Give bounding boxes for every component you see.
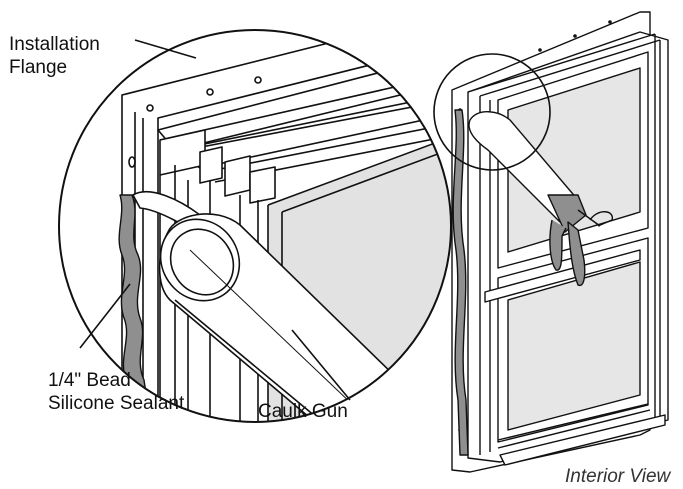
label-bead-line1: 1/4" Bead: [48, 370, 131, 391]
zoom-circle-outline: [58, 29, 452, 423]
label-bead-line2: Silicone Sealant: [48, 393, 185, 414]
label-interior-view: Interior View: [565, 466, 671, 487]
label-silicone-bead: 1/4" Bead Silicone Sealant: [48, 369, 184, 415]
caulk-leader: [291, 329, 351, 401]
label-installation-flange: Installation Flange: [9, 33, 100, 79]
window-full: [433, 11, 669, 473]
label-flange-line1: Installation: [9, 34, 100, 55]
flange-plate: [121, 30, 451, 422]
label-flange-line2: Flange: [9, 57, 68, 78]
flange-leader: [134, 39, 197, 59]
leader-lines: [79, 39, 351, 401]
label-caulk-gun: Caulk Gun: [258, 401, 348, 422]
detail-marker-circle: [433, 53, 551, 171]
caulk-gun-handle: [549, 219, 567, 271]
bead-leader: [79, 283, 131, 349]
